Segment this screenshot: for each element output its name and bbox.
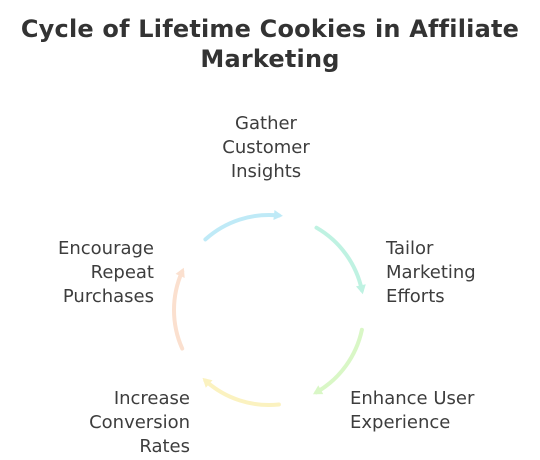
step-1-line-3: Insights xyxy=(230,161,302,182)
arc-increase-to-encourage xyxy=(203,378,281,407)
step-label-encourage-repeat: Encourage Repeat Purchases xyxy=(24,237,154,309)
step-2-line-3: Efforts xyxy=(386,286,445,307)
step-5-line-3: Purchases xyxy=(62,286,154,307)
step-5-line-2: Repeat xyxy=(90,262,154,283)
arc-encourage-to-gather-arrowhead xyxy=(175,267,185,278)
step-label-gather-insights: Gather Customer Insights xyxy=(206,112,326,184)
cycle-arcs xyxy=(172,210,366,407)
arc-tailor-to-enhance xyxy=(314,225,364,293)
step-label-increase-conversion: Increase Conversion Rates xyxy=(60,387,190,459)
title-line-2: Marketing xyxy=(200,45,340,73)
step-5-line-1: Encourage xyxy=(57,238,154,259)
arc-enhance-to-increase xyxy=(314,327,364,395)
arc-increase-to-encourage-arrowhead xyxy=(202,377,213,388)
arc-gather-to-tailor-arrowhead xyxy=(273,210,283,220)
arc-encourage-to-gather xyxy=(172,269,185,351)
step-label-enhance-experience: Enhance User Experience xyxy=(350,387,474,435)
diagram-title: Cycle of Lifetime Cookies in Affiliate M… xyxy=(0,14,540,74)
step-3-line-1: Enhance User xyxy=(350,388,475,409)
title-line-1: Cycle of Lifetime Cookies in Affiliate xyxy=(20,15,520,43)
step-4-line-1: Increase xyxy=(113,388,190,409)
arc-enhance-to-increase-arrowhead xyxy=(313,385,324,395)
step-4-line-3: Rates xyxy=(139,436,190,457)
arc-gather-to-tailor xyxy=(203,213,281,242)
step-2-line-2: Marketing xyxy=(386,262,476,283)
step-2-line-1: Tailor xyxy=(386,238,434,259)
step-1-line-2: Customer xyxy=(222,137,310,158)
step-3-line-2: Experience xyxy=(350,412,451,433)
step-4-line-2: Conversion xyxy=(89,412,190,433)
arc-tailor-to-enhance-arrowhead xyxy=(356,284,366,295)
step-1-line-1: Gather xyxy=(235,113,297,134)
step-label-tailor-marketing: Tailor Marketing Efforts xyxy=(386,237,476,309)
